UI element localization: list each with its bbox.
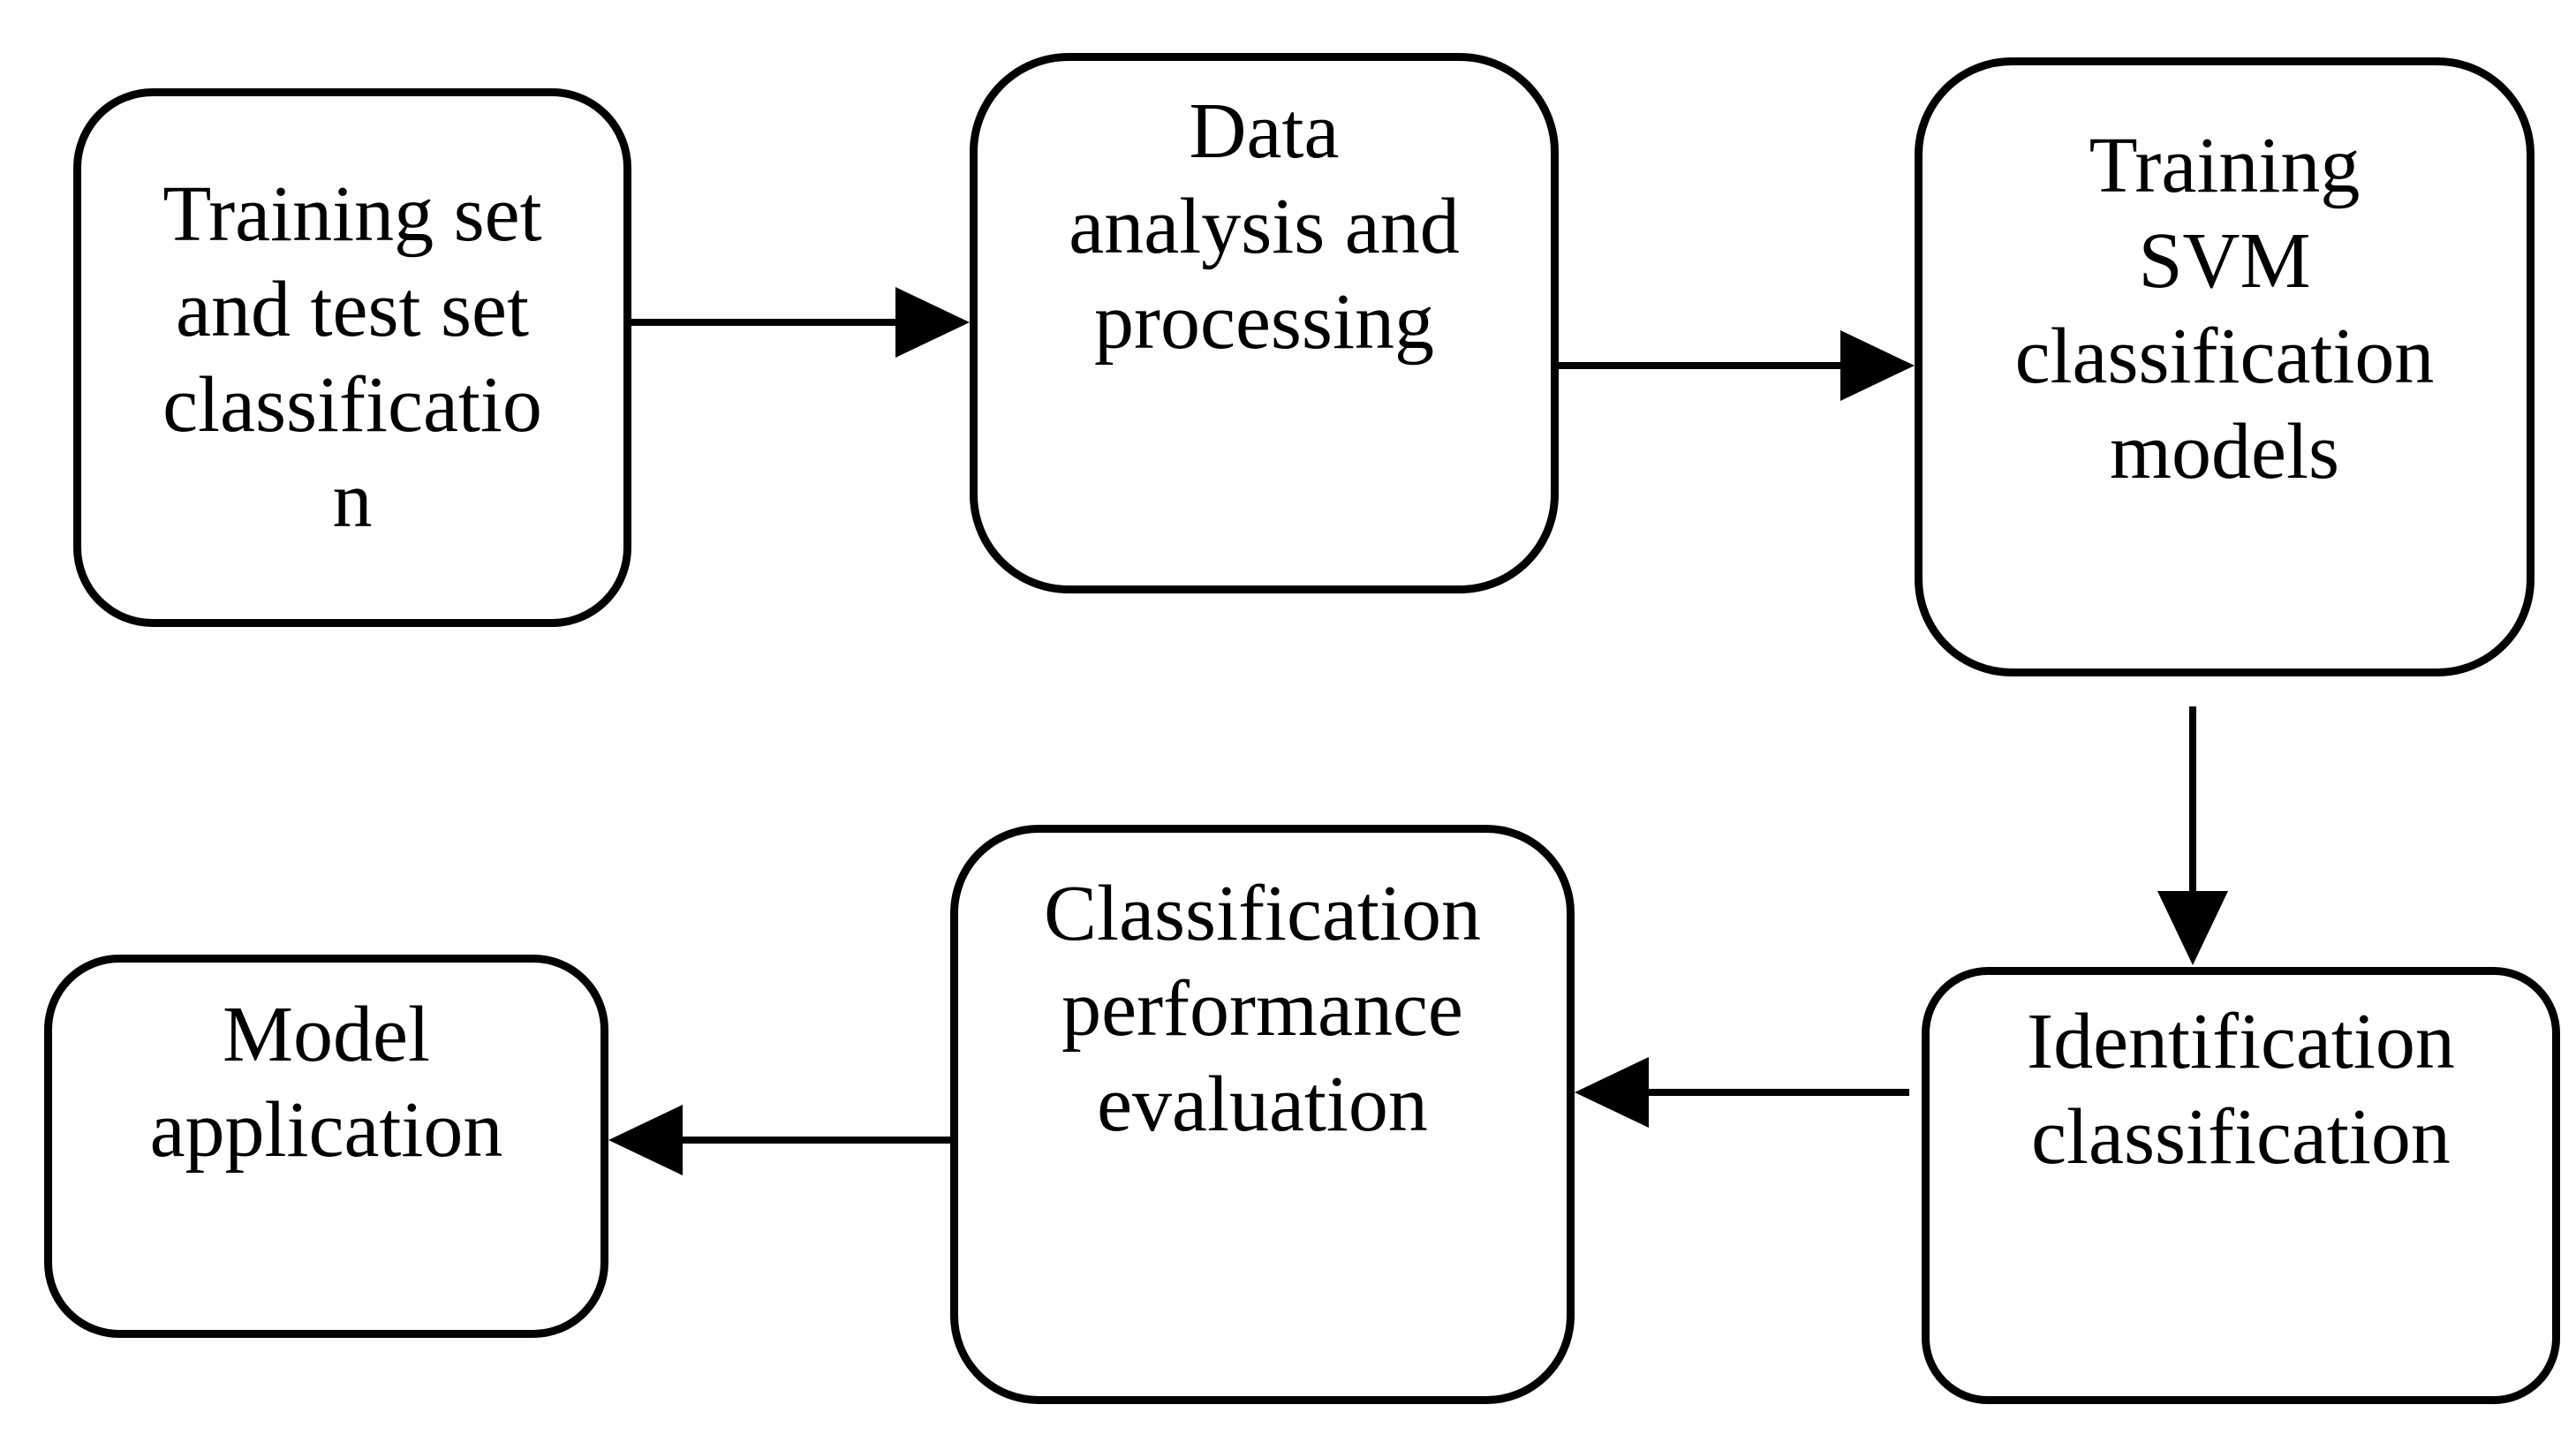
node-training-test-set-classification: Training set and test set classificatio … — [73, 88, 631, 627]
node-training-svm-classification-models: Training SVM classification models — [1915, 57, 2534, 676]
node-label: Model application — [149, 991, 503, 1174]
arrow-performance-evaluation-to-model-application — [608, 1105, 958, 1175]
node-data-analysis-processing: Data analysis and processing — [970, 53, 1559, 593]
node-label: Identification classification — [2027, 998, 2455, 1181]
node-label: Data analysis and processing — [1069, 87, 1460, 366]
node-label: Training set and test set classificatio … — [162, 170, 542, 544]
arrow-svm-training-to-identification — [2157, 706, 2228, 965]
node-identification-classification: Identification classification — [1922, 967, 2560, 1404]
node-label: Classification performance evaluation — [1044, 870, 1481, 1148]
arrow-identification-to-performance-evaluation — [1575, 1057, 1909, 1128]
node-label: Training SVM classification models — [2014, 122, 2435, 495]
arrow-data-analysis-to-svm-training — [1538, 330, 1915, 401]
arrow-head-left-icon — [608, 1105, 683, 1175]
arrow-head-left-icon — [1575, 1057, 1649, 1128]
arrow-head-right-icon — [895, 287, 970, 358]
arrow-training-to-data-analysis — [578, 287, 970, 358]
node-classification-performance-evaluation: Classification performance evaluation — [950, 825, 1575, 1404]
arrow-head-right-icon — [1840, 330, 1915, 401]
arrow-head-down-icon — [2157, 891, 2228, 965]
node-model-application: Model application — [44, 955, 608, 1338]
